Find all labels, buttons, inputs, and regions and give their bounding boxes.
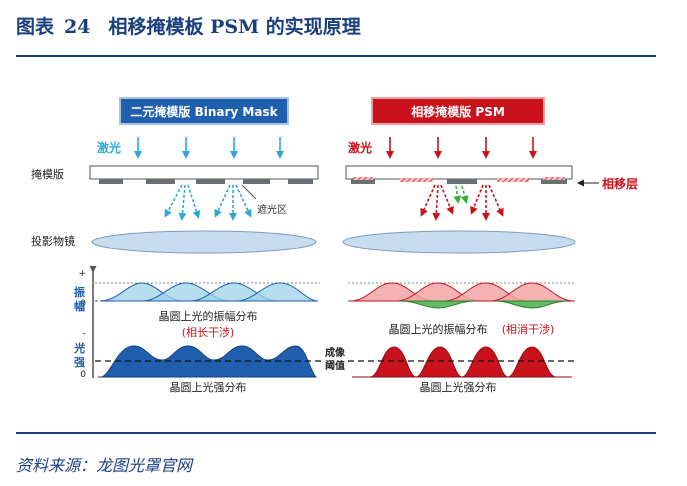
- threshold-label-2: 阈值: [325, 359, 345, 372]
- binary-laser-arrows: [138, 137, 280, 156]
- psm-int-caption: 晶圆上光强分布: [420, 380, 497, 394]
- binary-header-text: 二元掩模版 Binary Mask: [130, 104, 278, 119]
- chrome-block: [243, 179, 270, 184]
- shade-pointer: [242, 185, 256, 199]
- binary-laser-label: 激光: [97, 140, 121, 155]
- psm-amplitude-peaks: [350, 283, 574, 301]
- constructive-label: (相长干涉): [182, 325, 235, 339]
- phase-shift-layer: [400, 178, 433, 182]
- binary-diffraction-arrows: [166, 185, 250, 218]
- psm-diffraction-arrows: [422, 185, 502, 218]
- chrome-block: [288, 179, 313, 184]
- chrome-block: [196, 179, 225, 184]
- psm-phase-shifted-arrows: [456, 186, 466, 201]
- psm-laser-arrows: [390, 137, 533, 156]
- binary-amplitude-peaks: [100, 283, 318, 301]
- psm-header-text: 相移掩模版 PSM: [411, 104, 505, 119]
- chrome-block: [146, 179, 175, 184]
- amp-plus: +: [78, 269, 86, 279]
- int-zero: 0: [80, 370, 86, 380]
- int-axis-label-2: 强: [74, 356, 85, 369]
- phase-shift-layer: [497, 178, 529, 182]
- psm-amp-caption: 晶圆上光的振幅分布: [389, 322, 488, 336]
- intensity-axis: + 0 光 强: [73, 341, 93, 380]
- amp-axis-label-1: 振: [74, 285, 85, 299]
- binary-int-caption: 晶圆上光强分布: [170, 380, 247, 394]
- psm-mask: [346, 166, 572, 184]
- amplitude-axis: + 0 - 振 幅: [74, 269, 93, 344]
- amp-minus: -: [83, 329, 86, 339]
- footer-rule: [16, 432, 656, 434]
- destructive-label: (相消干涉): [502, 322, 555, 336]
- binary-mask-header: 二元掩模版 Binary Mask: [120, 98, 288, 124]
- binary-amp-caption: 晶圆上光的振幅分布: [159, 309, 258, 323]
- mask-label: 掩模版: [31, 167, 64, 181]
- threshold-label-1: 成像: [325, 346, 346, 359]
- source-note: 资料来源：龙图光罩官网: [16, 452, 192, 476]
- int-axis-label-1: 光: [73, 341, 85, 355]
- binary-lens: [92, 231, 316, 253]
- shade-label: 遮光区: [257, 203, 287, 216]
- lens-label: 投影物镜: [31, 234, 75, 248]
- phase-layer-label: 相移层: [602, 176, 638, 191]
- chrome-block: [99, 179, 123, 184]
- psm-laser-label: 激光: [348, 140, 372, 155]
- psm-intensity-curve: [352, 347, 572, 377]
- binary-mask: [90, 166, 318, 184]
- psm-negative-lobes: [400, 301, 568, 308]
- psm-lens: [343, 231, 575, 253]
- amp-axis-label-2: 幅: [74, 299, 85, 313]
- psm-header: 相移掩模版 PSM: [372, 98, 544, 124]
